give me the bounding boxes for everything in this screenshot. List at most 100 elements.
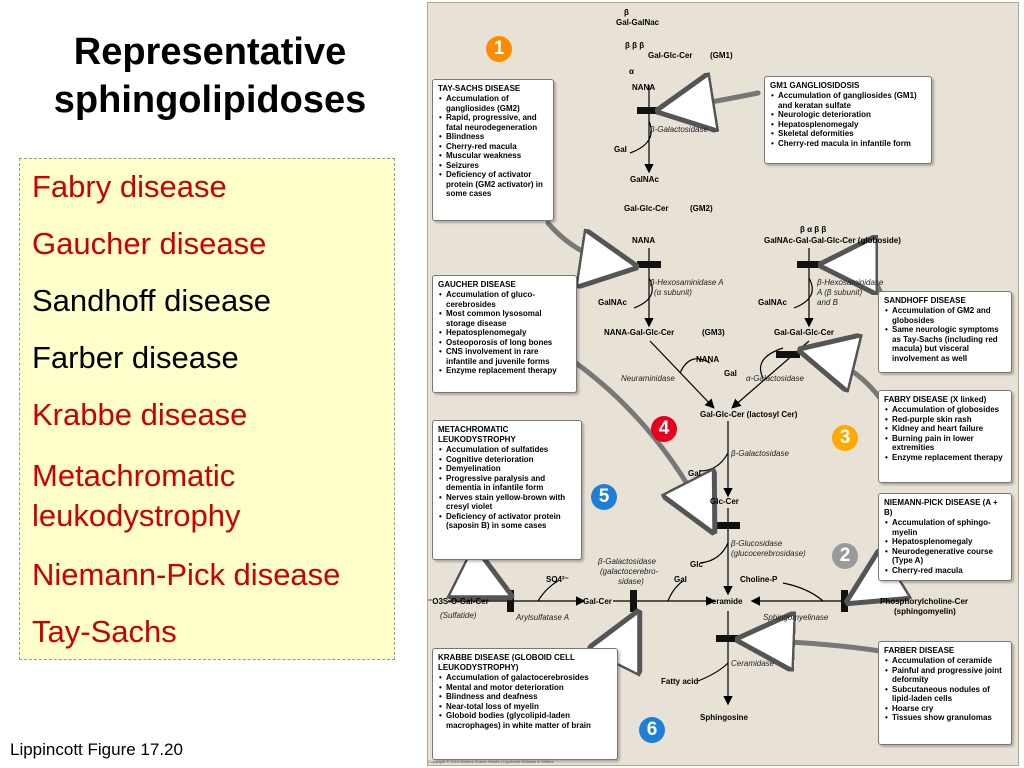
block-hexA xyxy=(637,261,661,268)
niemann-info-box: NIEMANN-PICK DISEASE (A + B)Accumulation… xyxy=(878,493,1012,581)
box-item: Painful and progressive joint deformity xyxy=(884,666,1006,685)
box-item: Accumulation of gangliosides (GM2) xyxy=(438,94,548,113)
box-item: Most common lysosomal storage disease xyxy=(438,309,571,328)
krabbe-info-box: KRABBE DISEASE (GLOBOID CELL LEUKODYSTRO… xyxy=(432,648,618,760)
block-glucosidase xyxy=(716,522,740,529)
callout-arrow-sandhoff xyxy=(833,265,883,291)
arrow-branch-gal-4 xyxy=(667,580,684,602)
farber-info-box: FARBER DISEASEAccumulation of ceramidePa… xyxy=(878,641,1012,745)
block-hexAB xyxy=(797,261,821,268)
box-item: Muscular weakness xyxy=(438,151,548,161)
arrow-branch-glc xyxy=(699,542,729,564)
box-item: Accumulation of globosides xyxy=(884,405,1006,415)
arrow-branch-nana xyxy=(679,358,711,374)
metabolite-label: Choline-P xyxy=(740,575,778,584)
arrow-branch-choline xyxy=(782,582,824,602)
box-item: Osteoporosis of long bones xyxy=(438,338,571,348)
enzyme-label: and B xyxy=(817,298,838,307)
metabolite-label: Gal xyxy=(724,369,737,378)
box-item: Skeletal deformities xyxy=(770,129,926,139)
disease-item: Niemann-Pick disease xyxy=(32,557,341,592)
box-item: Globoid bodies (glycolipid-laden macroph… xyxy=(438,711,612,730)
box-item: Accumulation of sulfatides xyxy=(438,445,576,455)
enzyme-label: β-Galactosidase xyxy=(731,449,789,458)
metabolite-label: (GM1) xyxy=(710,51,733,60)
box-item: Blindness and deafness xyxy=(438,692,612,702)
disease-item: Farber disease xyxy=(32,340,239,375)
metabolite-label: NANA xyxy=(696,355,720,364)
page-title: Representative sphingolipidoses xyxy=(20,28,400,124)
metabolite-label: β xyxy=(624,8,629,17)
disease-item: Fabry disease xyxy=(32,169,227,204)
gm1-info-box: GM1 GANGLIOSIDOSISAccumulation of gangli… xyxy=(764,76,932,164)
arrow-branch-so4 xyxy=(537,580,559,602)
enzyme-label: α-Galactosidase xyxy=(746,374,804,383)
metabolite-label: Ceramide xyxy=(706,597,743,606)
metabolite-label: GalNAc xyxy=(630,175,659,184)
box-item: Enzyme replacement therapy xyxy=(438,366,571,376)
arrow-gm3-lactosyl xyxy=(649,340,715,409)
box-item: Kidney and heart failure xyxy=(884,424,1006,434)
enzyme-label: (α subunit) xyxy=(654,288,692,297)
enzyme-label: Sphingomyelinase xyxy=(763,613,829,622)
block-gm1 xyxy=(637,107,661,114)
callout-arrow-taysachs xyxy=(545,220,624,265)
callout-arrow-fabry xyxy=(812,353,883,401)
box-title: GM1 GANGLIOSIDOSIS xyxy=(770,81,860,90)
enzyme-label: Ceramidase xyxy=(731,659,775,668)
box-item: Accumulation of galactocerebrosides xyxy=(438,673,612,683)
metabolite-label: Gal-GalNac xyxy=(616,18,660,27)
box-item: Nerves stain yellow-brown with cresyl vi… xyxy=(438,493,576,512)
box-title: FARBER DISEASE xyxy=(884,646,955,655)
box-item: Cherry-red macula xyxy=(438,142,548,152)
marker-5: 5 xyxy=(591,484,617,510)
box-item: Subcutaneous nodules of lipid-laden cell… xyxy=(884,685,1006,704)
pathway-arrows xyxy=(428,3,1020,706)
enzyme-label: sidase) xyxy=(618,577,644,586)
box-item: Accumulation of gangliosides (GM1) and k… xyxy=(770,91,926,110)
box-item: Cognitive deterioration xyxy=(438,455,576,465)
box-item: Progressive paralysis and dementia in in… xyxy=(438,474,576,493)
arrow-branch-gal-2 xyxy=(759,347,784,379)
metabolite-label: Phosphorylcholine-Cer xyxy=(880,597,969,606)
block-arylsulfatase xyxy=(507,590,514,612)
arrow-branch-gal-1 xyxy=(629,120,652,154)
enzyme-label: (Sulfatide) xyxy=(440,611,477,620)
title-line-1: Representative xyxy=(73,31,347,73)
marker-3: 3 xyxy=(832,425,858,451)
disease-item: Sandhoff disease xyxy=(32,283,272,318)
box-title: GAUCHER DISEASE xyxy=(438,280,516,289)
metabolite-label: NANA xyxy=(632,236,656,245)
box-item: Blindness xyxy=(438,132,548,142)
box-item: Rapid, progressive, and fatal neurodegen… xyxy=(438,113,548,132)
figure-caption: Lippincott Figure 17.20 xyxy=(10,740,183,759)
box-title: NIEMANN-PICK DISEASE (A + B) xyxy=(884,498,998,517)
marker-2: 2 xyxy=(832,543,858,569)
arrow-branch-galnac-1 xyxy=(633,277,653,309)
box-item: Enzyme replacement therapy xyxy=(884,453,1006,463)
metabolite-label: Glc-Cer xyxy=(710,497,739,506)
enzyme-label: (galactocerebro- xyxy=(600,567,659,576)
box-title: METACHROMATIC LEUKODYSTROPHY xyxy=(438,425,516,444)
box-item: Near-total loss of myelin xyxy=(438,702,612,712)
marker-6: 6 xyxy=(639,717,665,743)
box-item: Accumulation of gluco-cerebrosides xyxy=(438,290,571,309)
metabolite-label: (GM3) xyxy=(702,328,725,337)
enzyme-label: β-Hexosaminidase A xyxy=(650,278,724,287)
box-item: Mental and motor deterioration xyxy=(438,683,612,693)
metabolite-label: GalNAc-Gal-Gal-Glc-Cer (globoside) xyxy=(764,236,901,245)
metabolite-label: Fatty acid xyxy=(661,677,699,686)
block-alphagal xyxy=(776,351,800,358)
metabolite-label: Gal-Glc-Cer xyxy=(648,51,693,60)
taysachs-info-box: TAY-SACHS DISEASEAccumulation of ganglio… xyxy=(432,79,554,221)
box-title: FABRY DISEASE (X linked) xyxy=(884,395,987,404)
block-galactocerebrosidase xyxy=(630,590,637,612)
box-item: Hepatosplenomegaly xyxy=(770,120,926,130)
box-item: Accumulation of GM2 and globosides xyxy=(884,306,1006,325)
box-item: Hepatosplenomegaly xyxy=(884,537,1006,547)
callout-arrow-mld xyxy=(468,558,500,591)
fabry-info-box: FABRY DISEASE (X linked)Accumulation of … xyxy=(878,390,1012,483)
box-item: Cherry-red macula xyxy=(884,566,1006,576)
gaucher-info-box: GAUCHER DISEASEAccumulation of gluco-cer… xyxy=(432,275,577,393)
